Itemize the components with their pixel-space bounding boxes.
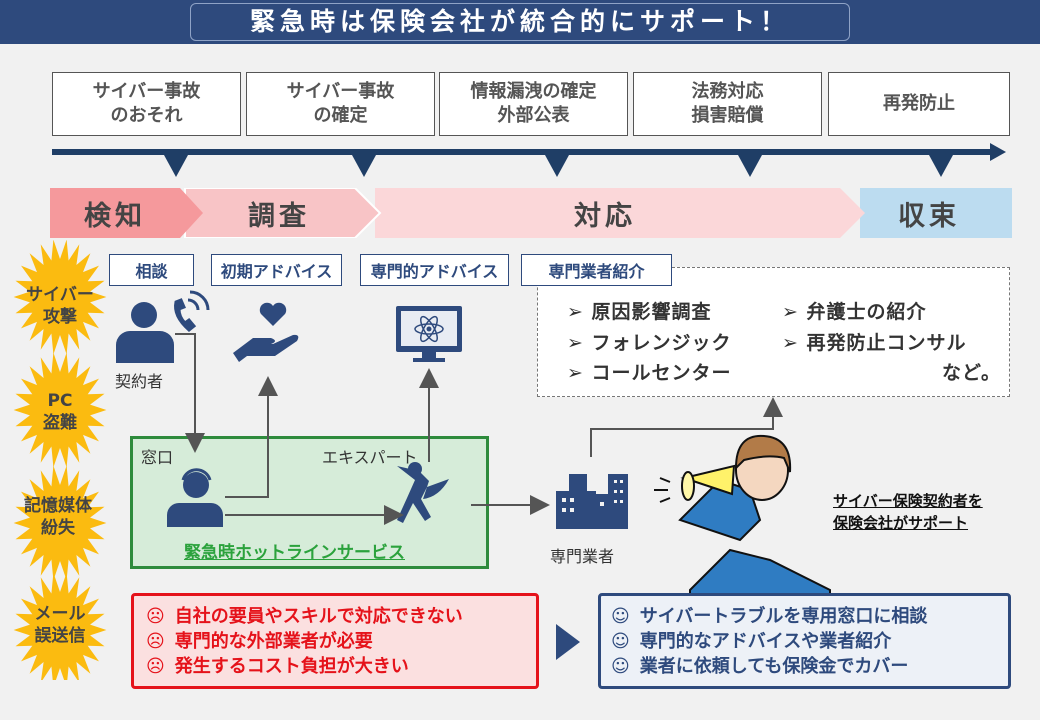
sad-face-icon: ☹ (146, 606, 165, 627)
starburst-shape (13, 352, 107, 468)
happy-face-icon: ☺ (611, 656, 630, 677)
vendor-label: 専門業者 (550, 547, 615, 566)
timeline-arrow (52, 149, 997, 155)
problems-box: ☹ 自社の要員やスキルで対応できない ☹ 専門的な外部業者が必要 ☹ 発生するコスト負… (131, 593, 539, 689)
buildings-icon (556, 474, 628, 529)
timeline-marker (738, 155, 762, 177)
problem-item: ☹ 自社の要員やスキルで対応できない (146, 604, 524, 629)
timeline-callout: サイバー事故 の確定 (246, 72, 435, 136)
incident-cyber-attack: サイバー 攻撃 (26, 285, 94, 327)
support-caption: サイバー保険契約者を 保険会社がサポート (833, 492, 983, 532)
label-vendor-intro: 専門業者紹介 (521, 254, 672, 286)
contractor-icon (116, 302, 174, 363)
service-item: ➢ コールセンター (567, 362, 732, 384)
timeline-callout: 法務対応 損害賠償 (633, 72, 822, 136)
benefit-text: 業者に依頼しても保険金でカバー (639, 656, 909, 677)
benefits-box: ☺ サイバートラブルを専用窓口に相談 ☺ 専門的なアドバイスや業者紹介 ☺ 業者に依頼… (598, 593, 1011, 689)
happy-face-icon: ☺ (611, 606, 630, 627)
label-initial-advice: 初期アドバイス (211, 254, 342, 286)
incident-bursts (13, 240, 107, 680)
service-item: ➢ 弁護士の紹介 (782, 301, 927, 323)
title-bar (0, 0, 1040, 44)
starburst-shape (13, 465, 107, 581)
timeline-callout: 再発防止 (828, 72, 1010, 136)
service-text: フォレンジック (591, 332, 732, 354)
benefit-item: ☺ サイバートラブルを専用窓口に相談 (611, 604, 998, 629)
monitor-atom-icon (396, 306, 462, 362)
timeline-marker (352, 155, 376, 177)
hotline-title: 緊急時ホットラインサービス (184, 543, 405, 563)
timeline-marker (545, 155, 569, 177)
happy-face-icon: ☺ (611, 631, 630, 652)
problem-text: 発生するコスト負担が大きい (174, 656, 409, 677)
label-expert-advice: 専門的アドバイス (360, 254, 509, 286)
incident-email-misdelivery: メール 誤送信 (34, 604, 86, 646)
service-text: コールセンター (591, 362, 732, 384)
service-item: ➢ フォレンジック (567, 332, 732, 354)
problem-item: ☹ 専門的な外部業者が必要 (146, 629, 524, 654)
timeline-marker (929, 155, 953, 177)
service-etc: など。 (942, 362, 1002, 384)
vendor-services-box (537, 267, 1010, 397)
timeline-callout: サイバー事故 のおそれ (52, 72, 241, 136)
sad-face-icon: ☹ (146, 631, 165, 652)
service-item: ➢ 原因影響調査 (567, 301, 712, 323)
arrow-right-icon (556, 624, 580, 660)
service-text: 原因影響調査 (591, 301, 712, 323)
heart-hand-icon (233, 302, 299, 362)
contractor-label: 契約者 (115, 372, 164, 391)
starburst-shape (13, 572, 107, 680)
sad-face-icon: ☹ (146, 656, 165, 677)
phase-chevrons (50, 188, 1012, 238)
timeline-callout: 情報漏洩の確定 外部公表 (439, 72, 628, 136)
service-item: ➢ 再発防止コンサル (782, 332, 967, 354)
incident-media-loss: 記憶媒体 紛失 (24, 496, 92, 538)
phase-detect: 検知 (84, 200, 146, 232)
expert-label: エキスパート (322, 448, 418, 467)
megaphone-woman-illustration (654, 434, 831, 601)
starburst-shape (13, 240, 107, 355)
benefit-item: ☺ 専門的なアドバイスや業者紹介 (611, 629, 998, 654)
phase-respond: 対応 (574, 200, 636, 232)
label-consult: 相談 (109, 254, 194, 286)
page-title: 緊急時は保険会社が統合的にサポート！ (190, 3, 850, 41)
window-label: 窓口 (141, 448, 174, 467)
benefit-text: サイバートラブルを専用窓口に相談 (639, 606, 928, 627)
service-text: 再発防止コンサル (806, 332, 967, 354)
arrowhead-icon (990, 143, 1006, 161)
phase-investigate: 調査 (248, 200, 310, 232)
benefit-item: ☺ 業者に依頼しても保険金でカバー (611, 654, 998, 679)
timeline-marker (164, 155, 188, 177)
phone-icon (174, 290, 210, 332)
problem-item: ☹ 発生するコスト負担が大きい (146, 654, 524, 679)
problem-text: 自社の要員やスキルで対応できない (174, 606, 463, 627)
phase-converge: 収束 (898, 200, 960, 232)
service-text: 弁護士の紹介 (806, 301, 927, 323)
incident-pc-theft: PC 盗難 (43, 391, 77, 433)
benefit-text: 専門的なアドバイスや業者紹介 (639, 631, 892, 652)
problem-text: 専門的な外部業者が必要 (174, 631, 373, 652)
